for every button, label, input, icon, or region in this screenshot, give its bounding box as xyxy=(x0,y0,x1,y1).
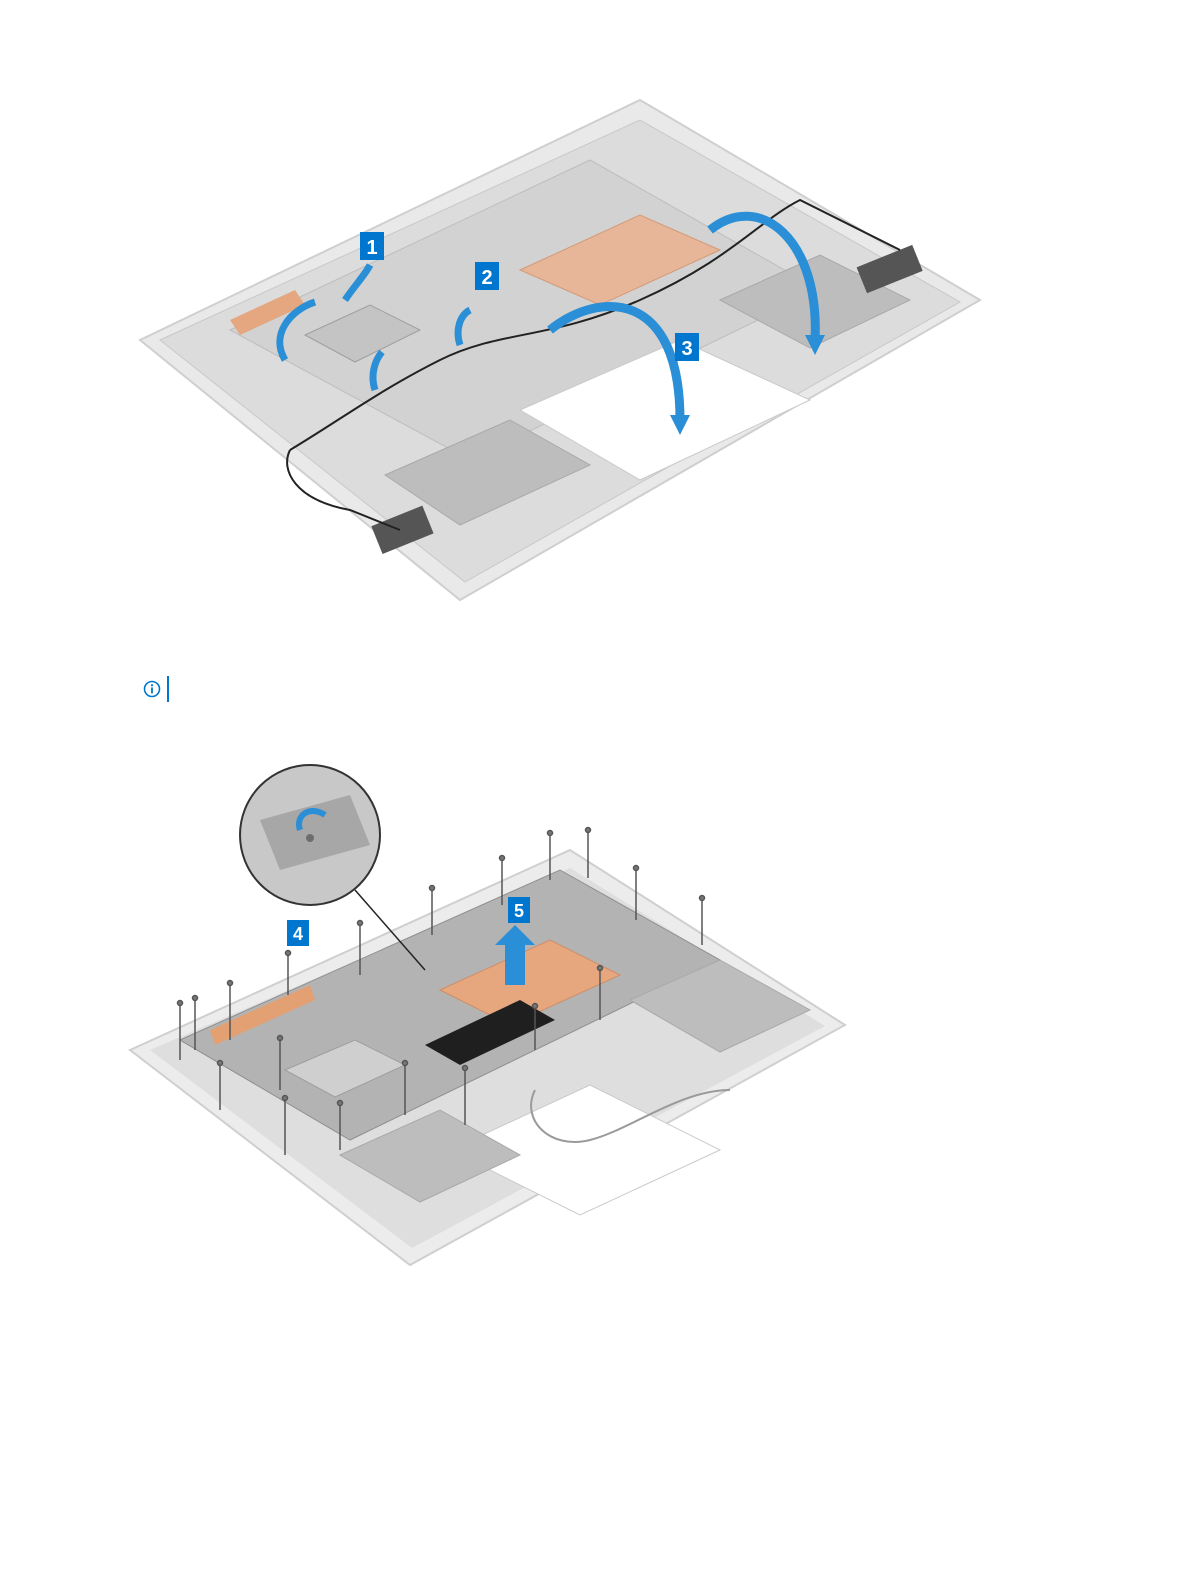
figure-cable-routing: 1 2 3 xyxy=(120,90,1000,610)
info-icon xyxy=(143,680,161,698)
step-badge-4: 4 xyxy=(287,920,309,946)
step-5-label: 5 xyxy=(514,901,524,921)
step-4-label: 4 xyxy=(293,924,303,944)
step-2-label: 2 xyxy=(481,267,492,289)
step-badge-5: 5 xyxy=(508,897,530,923)
step-badge-3: 3 xyxy=(675,333,699,361)
cable-routing-illustration: 1 2 3 xyxy=(120,90,1000,610)
note-callout xyxy=(143,676,169,702)
step-badge-2: 2 xyxy=(475,262,499,290)
figure-shield-removal: 4 5 xyxy=(120,760,860,1280)
step-1-label: 1 xyxy=(366,237,377,259)
step-badge-1: 1 xyxy=(360,232,384,260)
shield-removal-illustration: 4 5 xyxy=(120,760,860,1280)
step-3-label: 3 xyxy=(681,338,692,360)
note-divider xyxy=(167,676,169,702)
